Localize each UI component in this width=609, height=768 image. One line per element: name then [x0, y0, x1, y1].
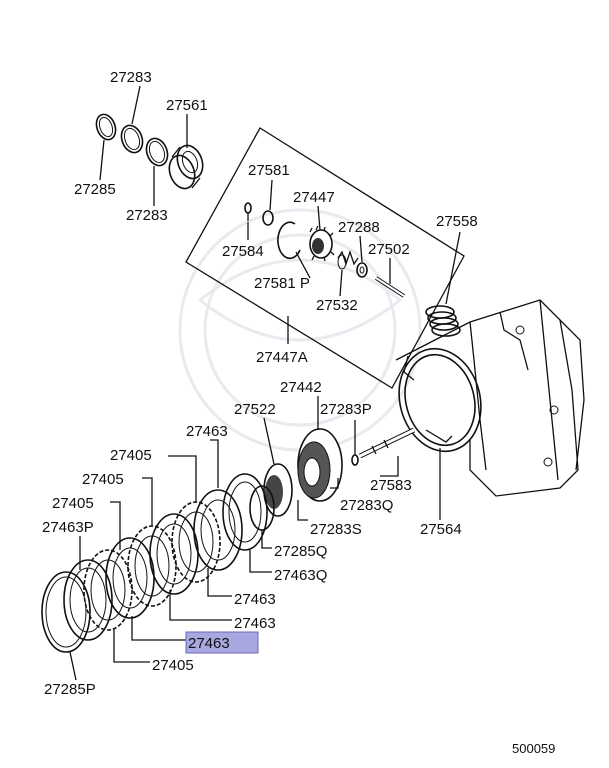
oring-27283p[interactable]: [351, 454, 359, 466]
bushing-27561[interactable]: [165, 142, 207, 192]
label-27283-mid: 27283: [126, 207, 168, 224]
ring-27581[interactable]: [262, 210, 274, 226]
label-27463-b: 27463: [234, 591, 276, 608]
label-27447: 27447: [293, 189, 335, 206]
label-27561: 27561: [166, 97, 208, 114]
snap-ring-27285p[interactable]: [41, 571, 91, 653]
label-27581: 27581: [248, 162, 290, 179]
label-27581p: 27581 P: [254, 275, 310, 292]
label-27283p: 27283P: [320, 401, 372, 418]
brake-band-27564[interactable]: [388, 339, 492, 460]
valve-assembly-box-27447a: [185, 127, 465, 389]
label-27558: 27558: [436, 213, 478, 230]
label-27522: 27522: [234, 401, 276, 418]
label-27405-a: 27405: [110, 447, 152, 464]
piston-27522[interactable]: [263, 463, 293, 517]
label-27285p: 27285P: [44, 681, 96, 698]
label-27283-top: 27283: [110, 69, 152, 86]
label-27447a: 27447A: [256, 349, 308, 366]
label-27564: 27564: [420, 521, 462, 538]
rod-27502[interactable]: [374, 276, 406, 298]
label-27463q: 27463Q: [274, 567, 327, 584]
label-27463-c: 27463: [234, 615, 276, 632]
seal-ring-27283-lower[interactable]: [143, 135, 171, 168]
label-27405-c: 27405: [52, 495, 94, 512]
label-27532: 27532: [316, 297, 358, 314]
seal-ring-27283-upper[interactable]: [118, 122, 146, 155]
clutch-disc-27405-a[interactable]: [83, 549, 133, 631]
anchor-rod-27583[interactable]: [358, 427, 416, 459]
clutch-plate-27463-c[interactable]: [105, 537, 155, 619]
label-27283q: 27283Q: [340, 497, 393, 514]
retaining-plate-27463q[interactable]: [222, 473, 268, 551]
spring-27532[interactable]: [337, 249, 359, 270]
label-27285q: 27285Q: [274, 543, 327, 560]
leader-lines: [69, 85, 461, 681]
part-labels: 27283 27561 27285 27283 27581 27447 2728…: [42, 69, 555, 756]
return-spring-27558[interactable]: [425, 305, 461, 337]
label-27463p: 27463P: [42, 519, 94, 536]
selected-part-highlight[interactable]: [185, 631, 259, 654]
pin-27584[interactable]: [244, 202, 252, 221]
label-27583: 27583: [370, 477, 412, 494]
label-27584: 27584: [222, 243, 264, 260]
snap-ring-27285[interactable]: [93, 112, 119, 143]
footer-code: 500059: [512, 741, 555, 756]
label-27463-a: 27463: [186, 423, 228, 440]
label-27405-d: 27405: [152, 657, 194, 674]
transmission-case: [395, 299, 585, 497]
washer-27288[interactable]: [356, 262, 368, 278]
label-27463-selected: 27463: [188, 635, 230, 652]
label-27288: 27288: [338, 219, 380, 236]
label-27502: 27502: [368, 241, 410, 258]
snap-ring-27581p[interactable]: [277, 221, 301, 260]
valve-27447[interactable]: [309, 225, 335, 262]
drum-27442[interactable]: [297, 428, 343, 502]
label-27405-b: 27405: [82, 471, 124, 488]
label-27283s: 27283S: [310, 521, 362, 538]
pressure-plate-27463p[interactable]: [63, 559, 113, 641]
clutch-plate-27463-e[interactable]: [193, 489, 243, 571]
label-27285: 27285: [74, 181, 116, 198]
label-27442: 27442: [280, 379, 322, 396]
